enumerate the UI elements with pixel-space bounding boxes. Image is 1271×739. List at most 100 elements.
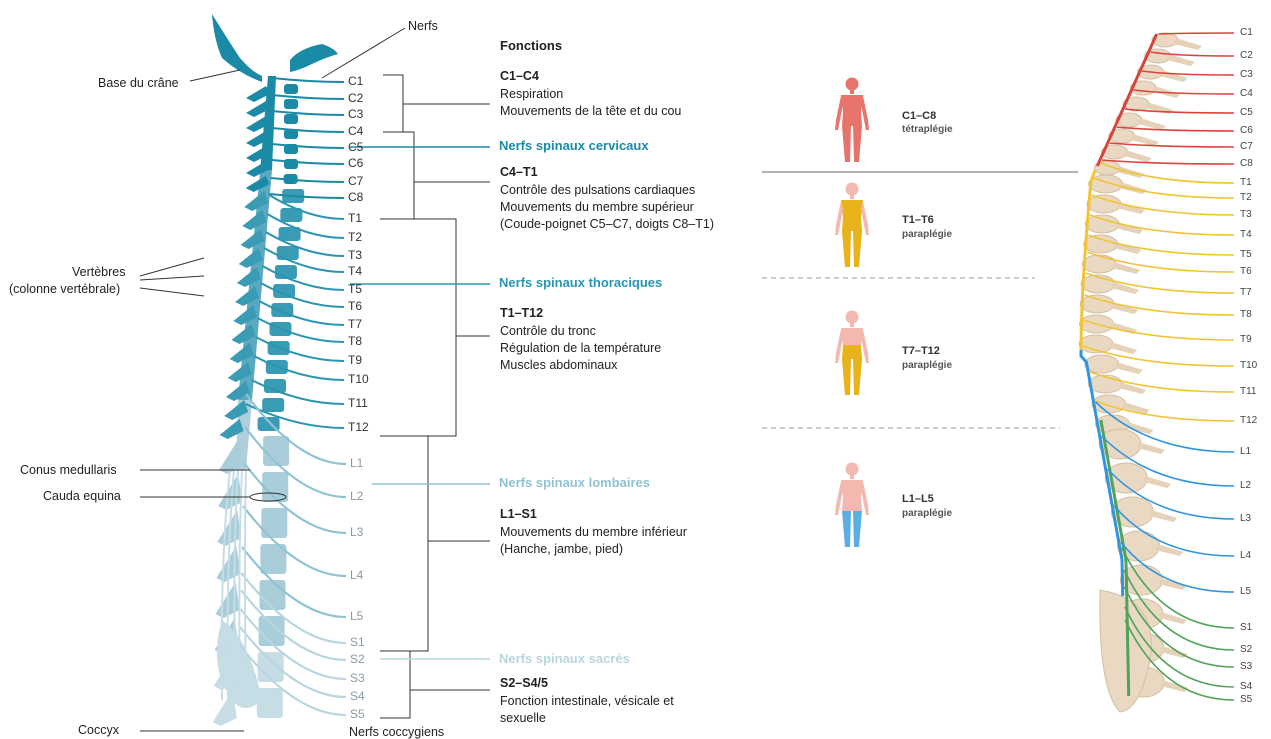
right-vertebra [1130, 81, 1156, 95]
segment-label-c3: C3 [348, 107, 363, 121]
right-vertebra-process [1119, 182, 1147, 194]
right-vertebra [1116, 113, 1142, 127]
skull-base-right [290, 44, 338, 72]
right-label-c1: C1 [1240, 27, 1253, 38]
vertebra-body [284, 114, 298, 124]
right-vertebra-process [1155, 544, 1183, 556]
right-vertebra-process [1167, 54, 1195, 66]
segment-label-s5: S5 [350, 707, 365, 721]
pointer-vertebres-3 [140, 288, 204, 296]
right-nerve-c7 [1110, 143, 1234, 147]
right-nerve-t11 [1090, 372, 1234, 392]
right-label-t1: T1 [1240, 177, 1252, 188]
right-vertebra-process [1131, 134, 1159, 146]
right-sacrum [1100, 590, 1152, 712]
right-cord-thoracic [1081, 170, 1095, 356]
right-vertebra [1089, 175, 1123, 193]
func-c1c4-line1: Respiration [500, 86, 563, 103]
segment-label-t11: T11 [348, 396, 368, 410]
right-nerve-c2 [1151, 52, 1234, 56]
group-thoracic: Nerfs spinaux thoraciques [499, 275, 662, 290]
segment-label-s1: S1 [350, 635, 365, 649]
func-c1c4-line2: Mouvements de la tête et du cou [500, 103, 681, 120]
label-vertebres: Vertèbres [72, 265, 126, 279]
right-nerve-t3 [1092, 195, 1234, 215]
right-nerve-t6 [1087, 252, 1234, 272]
nerve-c3 [272, 111, 344, 115]
right-nerve-c6 [1117, 127, 1234, 131]
right-label-l2: L2 [1240, 480, 1251, 491]
right-vertebra [1079, 315, 1113, 333]
right-label-l3: L3 [1240, 513, 1251, 524]
segment-label-l4: L4 [350, 568, 363, 582]
skull-base-left [212, 14, 262, 82]
right-nerve-c5 [1125, 109, 1234, 113]
right-vertebra [1138, 65, 1164, 79]
segment-label-s4: S4 [350, 689, 365, 703]
func-s2s45-line1: Fonction intestinale, vésicale et [500, 693, 674, 710]
segment-label-t6: T6 [348, 299, 362, 313]
nerve-c2 [272, 95, 344, 99]
segment-label-t5: T5 [348, 282, 362, 296]
right-vertebra [1122, 633, 1164, 663]
segment-label-t12: T12 [348, 420, 369, 434]
right-label-t4: T4 [1240, 229, 1252, 240]
label-conus: Conus medullaris [20, 463, 117, 477]
right-vertebra [1117, 531, 1159, 561]
segment-label-t8: T8 [348, 334, 362, 348]
right-label-t3: T3 [1240, 209, 1252, 220]
right-vertebra [1084, 235, 1118, 253]
segment-label-t2: T2 [348, 230, 362, 244]
right-label-t7: T7 [1240, 287, 1252, 298]
vertebra-body [284, 99, 298, 109]
right-vertebra-process [1138, 118, 1166, 130]
group-lumbar: Nerfs spinaux lombaires [499, 475, 650, 490]
right-vertebra [1120, 565, 1162, 595]
injury-t1-type: paraplégie [902, 229, 952, 240]
bracket-c1-c4 [383, 75, 403, 132]
right-vertebra-process [1118, 382, 1146, 394]
right-label-c6: C6 [1240, 125, 1253, 136]
right-vertebra [1099, 429, 1141, 459]
vertebra-body [260, 580, 286, 610]
right-vertebra-process [1149, 510, 1177, 522]
vertebra-process [218, 474, 242, 510]
right-vertebra [1079, 335, 1113, 353]
pointer-base-crane [190, 70, 240, 81]
functions-header: Fonctions [500, 38, 562, 53]
right-nerve-l1 [1096, 402, 1234, 452]
right-vertebra [1087, 195, 1121, 213]
func-t1t12-code: T1–T12 [500, 306, 543, 320]
func-c4t1-line3: (Coude-poignet C5–C7, doigts C8–T1) [500, 216, 714, 233]
label-coccyx: Coccyx [78, 723, 119, 737]
right-vertebra [1109, 129, 1135, 143]
segment-label-l5: L5 [350, 609, 363, 623]
segment-label-t4: T4 [348, 264, 362, 278]
nerve-c4 [272, 128, 344, 132]
right-vertebra [1092, 395, 1126, 413]
func-c4t1-line2: Mouvements du membre supérieur [500, 199, 694, 216]
right-vertebra-process [1109, 342, 1137, 354]
nerve-c7 [271, 178, 344, 182]
right-nerve-c4 [1134, 90, 1235, 94]
right-nerve-l4 [1114, 506, 1234, 556]
nerve-l3 [244, 463, 346, 533]
func-l1s1-line2: (Hanche, jambe, pied) [500, 541, 623, 558]
segment-label-t9: T9 [348, 353, 362, 367]
bracket-t1-t12 [380, 219, 456, 436]
injury-l-code: L1–L5 [902, 493, 934, 505]
right-vertebra [1102, 145, 1128, 159]
right-vertebra-process [1112, 262, 1140, 274]
right-nerve-t12 [1095, 401, 1234, 421]
segment-label-c2: C2 [348, 91, 363, 105]
vertebra-body [258, 652, 284, 682]
right-nerve-s1 [1122, 548, 1234, 628]
segment-label-t3: T3 [348, 248, 362, 262]
right-label-s3: S3 [1240, 661, 1252, 672]
segment-label-l1: L1 [350, 456, 363, 470]
right-vertebra [1085, 215, 1119, 233]
nerve-c8 [269, 194, 344, 198]
right-nerve-s2 [1124, 570, 1234, 650]
nerve-s3 [241, 609, 346, 679]
segment-label-c1: C1 [348, 74, 363, 88]
